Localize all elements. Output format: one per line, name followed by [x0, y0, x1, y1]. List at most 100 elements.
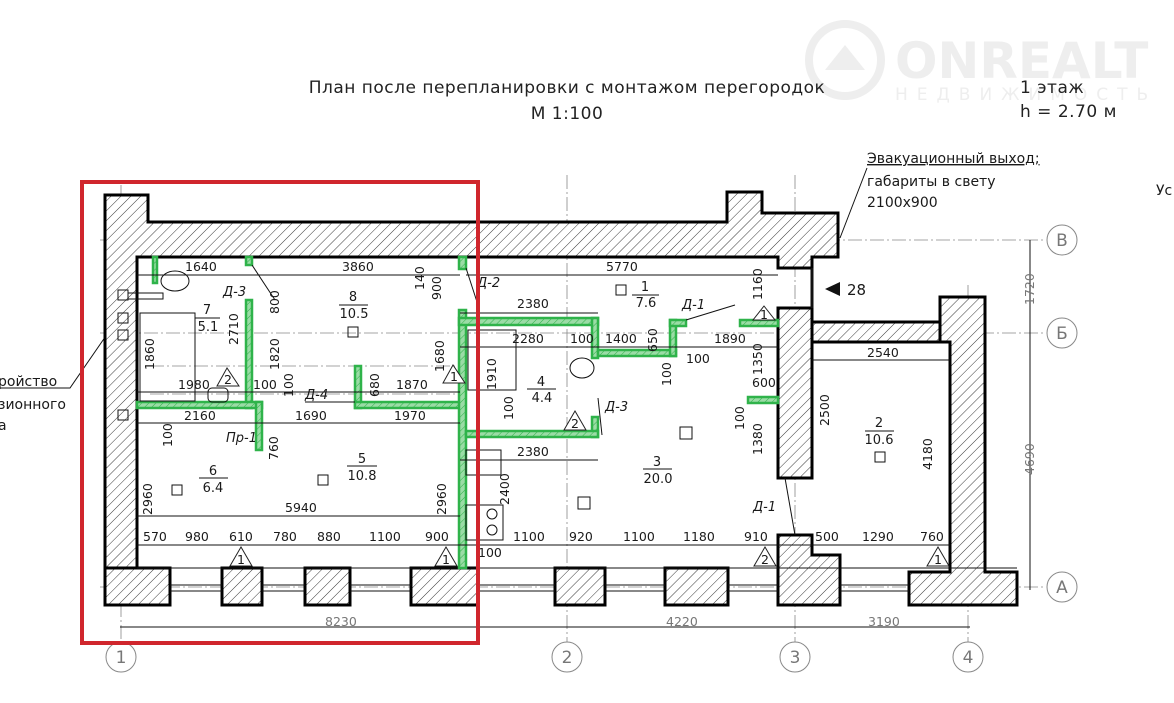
svg-text:1: 1 [450, 369, 458, 384]
room-1: 17.6 [632, 280, 659, 311]
svg-text:1970: 1970 [394, 408, 426, 423]
svg-text:Д-3: Д-3 [604, 400, 628, 415]
svg-text:100: 100 [281, 373, 296, 397]
floor-label: 1 этаж [1020, 78, 1084, 98]
plan-title: План после перепланировки с монтажом пер… [309, 78, 826, 98]
ceiling-height: h = 2.70 м [1020, 102, 1117, 122]
wall-type-marks: 2 1 1 1 2 1 2 1 [216, 305, 950, 567]
svg-text:1640: 1640 [185, 259, 217, 274]
door-labels: Д-3 Д-2 Д-1 Д-3 Д-4 Пр-1 Д-1 [222, 276, 776, 515]
svg-text:2: 2 [761, 552, 769, 567]
svg-text:8230: 8230 [325, 614, 357, 629]
axis-1: 1 [105, 641, 137, 673]
svg-text:1: 1 [934, 552, 942, 567]
svg-text:2400: 2400 [497, 473, 512, 505]
overall-dimensions: 8230 4220 3190 1720 4690 [325, 273, 1037, 629]
svg-text:1290: 1290 [862, 529, 894, 544]
svg-text:2: 2 [875, 416, 883, 431]
axis-3: 3 [779, 641, 811, 673]
axis-bubbles: 1 2 3 4 В Б А [105, 224, 1078, 673]
svg-text:10.5: 10.5 [340, 307, 369, 322]
svg-text:100: 100 [253, 377, 277, 392]
svg-text:2380: 2380 [517, 296, 549, 311]
svg-text:5.1: 5.1 [198, 320, 219, 335]
axis-v: В [1046, 224, 1078, 256]
room-labels: 75.1 810.5 17.6 44.4 66.4 510.8 320.0 21… [195, 280, 894, 496]
svg-text:5: 5 [358, 452, 366, 467]
svg-text:Д-4: Д-4 [304, 388, 328, 403]
exit-marker: 28 [825, 281, 866, 299]
svg-text:100: 100 [501, 396, 516, 420]
svg-text:2710: 2710 [226, 313, 241, 345]
cut-note-left-1: ройство [0, 374, 57, 390]
cut-note-left-3: а [0, 418, 7, 434]
svg-text:28: 28 [847, 281, 866, 299]
svg-text:1690: 1690 [295, 408, 327, 423]
svg-text:20.0: 20.0 [644, 472, 673, 487]
svg-text:2: 2 [224, 372, 232, 387]
highlight-frame [80, 180, 480, 645]
svg-text:1910: 1910 [484, 358, 499, 390]
exit-note-title: Эвакуационный выход; [867, 151, 1040, 167]
axis-a: А [1046, 571, 1078, 603]
svg-text:Д-1: Д-1 [752, 500, 776, 515]
svg-text:2: 2 [562, 648, 573, 668]
svg-text:500: 500 [815, 529, 839, 544]
svg-text:ONREALT: ONREALT [895, 32, 1148, 90]
svg-text:900: 900 [425, 529, 449, 544]
svg-text:1870: 1870 [396, 377, 428, 392]
svg-text:1160: 1160 [750, 268, 765, 300]
room-5: 510.8 [347, 452, 377, 484]
svg-text:1680: 1680 [432, 340, 447, 372]
axis-b: Б [1046, 317, 1078, 349]
svg-text:100: 100 [478, 545, 502, 560]
svg-text:900: 900 [429, 276, 444, 300]
svg-text:980: 980 [185, 529, 209, 544]
svg-text:2960: 2960 [140, 483, 155, 515]
room-4: 44.4 [527, 375, 556, 406]
svg-text:4.4: 4.4 [532, 391, 553, 406]
svg-text:100: 100 [686, 351, 710, 366]
svg-text:780: 780 [273, 529, 297, 544]
svg-text:680: 680 [367, 373, 382, 397]
svg-text:1820: 1820 [267, 338, 282, 370]
svg-text:6: 6 [209, 464, 217, 479]
room-7: 75.1 [195, 303, 220, 335]
svg-text:800: 800 [267, 290, 282, 314]
svg-text:1380: 1380 [750, 423, 765, 455]
svg-text:Д-1: Д-1 [681, 298, 705, 313]
svg-text:8: 8 [349, 290, 357, 305]
svg-text:760: 760 [266, 436, 281, 460]
svg-text:7.6: 7.6 [636, 296, 657, 311]
svg-text:4: 4 [537, 375, 545, 390]
svg-text:1100: 1100 [369, 529, 401, 544]
exit-note-size: 2100х900 [867, 195, 938, 211]
svg-text:6.4: 6.4 [203, 481, 224, 496]
svg-text:600: 600 [752, 375, 776, 390]
svg-text:1860: 1860 [142, 338, 157, 370]
svg-text:2500: 2500 [817, 394, 832, 426]
svg-text:Б: Б [1056, 324, 1068, 344]
svg-text:1100: 1100 [623, 529, 655, 544]
svg-text:НЕДВИЖИМОСТЬ: НЕДВИЖИМОСТЬ [895, 85, 1157, 105]
svg-text:2540: 2540 [867, 345, 899, 360]
svg-text:4690: 4690 [1022, 443, 1037, 475]
svg-text:650: 650 [645, 328, 660, 352]
svg-text:760: 760 [920, 529, 944, 544]
svg-text:1400: 1400 [605, 331, 637, 346]
svg-text:1180: 1180 [683, 529, 715, 544]
svg-text:Д-3: Д-3 [222, 285, 246, 300]
svg-text:3860: 3860 [342, 259, 374, 274]
svg-text:570: 570 [143, 529, 167, 544]
svg-text:2: 2 [571, 416, 579, 431]
dimension-lines [120, 240, 1031, 628]
svg-text:2160: 2160 [184, 408, 216, 423]
axis-4: 4 [952, 641, 984, 673]
cut-note-right: Ус [1156, 183, 1172, 199]
plan-scale: М 1:100 [531, 104, 604, 124]
fixtures [117, 264, 886, 541]
svg-text:100: 100 [659, 362, 674, 386]
svg-text:10.6: 10.6 [865, 433, 894, 448]
svg-text:1100: 1100 [513, 529, 545, 544]
